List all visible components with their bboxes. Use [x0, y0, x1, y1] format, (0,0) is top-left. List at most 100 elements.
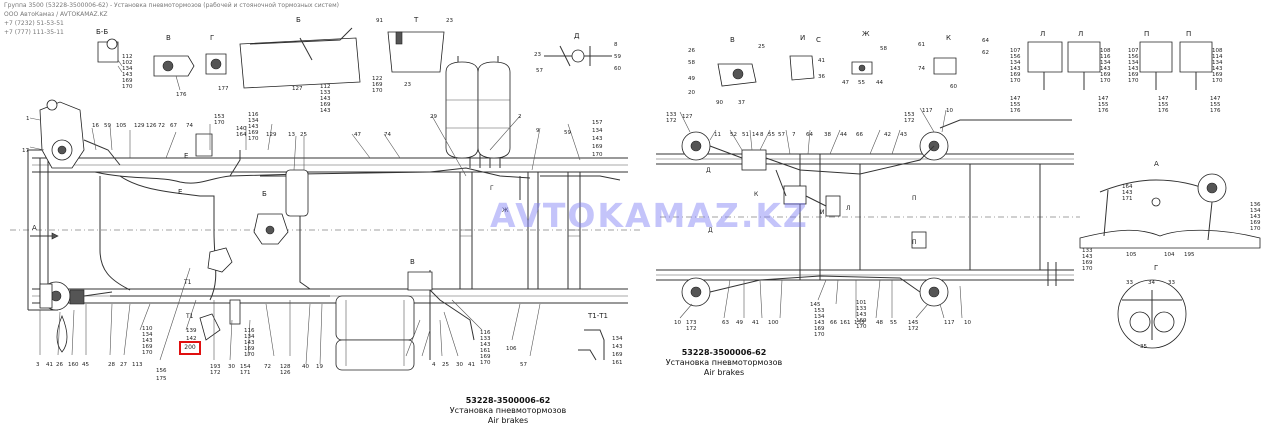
svg-text:47: 47: [354, 132, 361, 138]
svg-text:134: 134: [244, 334, 255, 340]
svg-text:155: 155: [1010, 102, 1021, 108]
svg-text:43: 43: [900, 132, 907, 138]
svg-text:169: 169: [1250, 220, 1261, 226]
svg-text:172: 172: [666, 118, 677, 124]
svg-text:169: 169: [1010, 72, 1021, 78]
svg-text:48: 48: [876, 320, 883, 326]
site-watermark: AVTOKAMAZ.KZ: [490, 196, 809, 235]
svg-text:41: 41: [752, 320, 759, 326]
svg-text:153: 153: [814, 308, 825, 314]
svg-text:30: 30: [228, 364, 235, 370]
svg-text:161: 161: [840, 320, 851, 326]
header-line-phone-2: +7 (777) 111-35-11: [4, 29, 64, 36]
svg-text:И: И: [820, 209, 825, 216]
svg-text:57: 57: [536, 68, 543, 74]
svg-text:47: 47: [842, 80, 849, 86]
svg-text:143: 143: [1100, 66, 1111, 72]
svg-text:4: 4: [432, 362, 436, 368]
svg-text:134: 134: [122, 66, 133, 72]
svg-text:145: 145: [908, 320, 919, 326]
svg-text:169: 169: [856, 318, 867, 324]
svg-text:Б: Б: [296, 16, 301, 24]
svg-text:169: 169: [244, 346, 255, 352]
svg-text:170: 170: [856, 324, 867, 330]
caption-left-en: Air brakes: [487, 416, 529, 425]
svg-text:134: 134: [1010, 60, 1021, 66]
svg-text:160: 160: [68, 362, 79, 368]
svg-text:29: 29: [430, 114, 437, 120]
svg-text:136: 136: [1250, 202, 1261, 208]
svg-text:33: 33: [1126, 280, 1133, 286]
svg-text:112: 112: [122, 54, 133, 60]
highlighted-callout-200[interactable]: 200: [179, 341, 201, 355]
svg-text:170: 170: [248, 136, 259, 142]
svg-text:К: К: [754, 191, 759, 198]
svg-text:107: 107: [1128, 48, 1139, 54]
fuel-battery-boxes: [335, 271, 433, 371]
svg-text:Т1: Т1: [183, 279, 192, 286]
svg-text:59: 59: [614, 54, 621, 60]
svg-text:134: 134: [1128, 60, 1139, 66]
svg-text:170: 170: [1250, 226, 1261, 232]
svg-text:67: 67: [170, 123, 177, 129]
svg-text:1: 1: [26, 116, 30, 122]
svg-text:169: 169: [1082, 260, 1093, 266]
svg-text:143: 143: [814, 320, 825, 326]
svg-text:169: 169: [320, 102, 331, 108]
svg-text:74: 74: [384, 132, 391, 138]
svg-text:100: 100: [768, 320, 779, 326]
svg-text:В: В: [730, 36, 735, 44]
svg-text:143: 143: [1082, 254, 1093, 260]
brake-chamber-front-lower: [39, 281, 113, 353]
svg-text:102: 102: [122, 60, 133, 66]
svg-text:44: 44: [840, 132, 847, 138]
svg-text:128: 128: [280, 364, 291, 370]
svg-text:133: 133: [856, 306, 867, 312]
svg-text:В: В: [166, 34, 171, 42]
svg-text:134: 134: [1250, 208, 1261, 214]
svg-text:2: 2: [518, 114, 522, 120]
svg-text:161: 161: [480, 348, 491, 354]
svg-text:172: 172: [908, 326, 919, 332]
svg-text:170: 170: [1010, 78, 1021, 84]
svg-text:55: 55: [768, 132, 775, 138]
svg-text:127: 127: [292, 86, 303, 92]
svg-text:Г: Г: [1154, 264, 1158, 272]
svg-text:72: 72: [158, 123, 165, 129]
svg-text:10: 10: [964, 320, 971, 326]
svg-text:9: 9: [536, 128, 540, 134]
svg-text:Е: Е: [178, 188, 182, 196]
svg-text:143: 143: [612, 344, 623, 350]
svg-text:74: 74: [918, 66, 925, 72]
header-line-company: ООО АвтоКамаз / AVTOKAMAZ.KZ: [4, 11, 108, 18]
svg-text:13: 13: [288, 132, 295, 138]
svg-text:30: 30: [456, 362, 463, 368]
svg-text:169: 169: [1100, 72, 1111, 78]
svg-text:134: 134: [592, 128, 603, 134]
svg-text:45: 45: [82, 362, 89, 368]
svg-text:42: 42: [884, 132, 891, 138]
svg-text:170: 170: [372, 88, 383, 94]
svg-text:Б-Б: Б-Б: [96, 28, 108, 36]
svg-text:14: 14: [752, 132, 759, 138]
svg-text:169: 169: [480, 354, 491, 360]
svg-text:133: 133: [854, 320, 865, 326]
svg-text:И: И: [800, 34, 805, 42]
svg-text:143: 143: [1128, 66, 1139, 72]
svg-text:153: 153: [214, 114, 225, 120]
svg-text:169: 169: [142, 344, 153, 350]
svg-text:104: 104: [1164, 252, 1175, 258]
